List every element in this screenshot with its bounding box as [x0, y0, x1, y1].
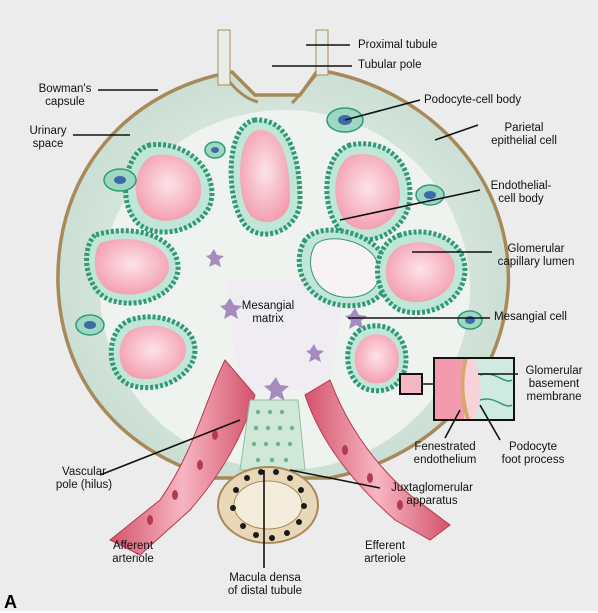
panel-letter: A	[4, 592, 17, 613]
label-mesangial-cell: Mesangial cell	[494, 311, 567, 324]
label-glomerular-capillary-lumen: Glomerular capillary lumen	[486, 243, 586, 269]
label-afferent-arteriole: Afferent arteriole	[100, 540, 166, 566]
label-tubular-pole: Tubular pole	[358, 59, 422, 72]
label-parietal-epithelial-cell: Parietal epithelial cell	[476, 122, 572, 148]
macula-densa-tubule	[218, 467, 318, 543]
label-fenestrated-endothelium: Fenestrated endothelium	[404, 441, 486, 467]
capillary-loop	[348, 326, 406, 391]
label-podocyte-cell-body: Podocyte-cell body	[424, 94, 521, 107]
label-efferent-arteriole: Efferent arteriole	[352, 540, 418, 566]
label-juxtaglomerular-apparatus: Juxtaglomerular apparatus	[376, 482, 488, 508]
label-glomerular-basement-membrane: Glomerular basement membrane	[514, 365, 594, 404]
capillary-loop	[231, 120, 300, 234]
juxtaglomerular-apparatus	[240, 400, 305, 470]
label-mesangial-matrix: Mesangial matrix	[230, 300, 306, 326]
label-urinary-space: Urinary space	[22, 125, 74, 151]
label-macula-densa: Macula densa of distal tubule	[210, 572, 320, 598]
label-podocyte-foot-process: Podocyte foot process	[490, 441, 576, 467]
capillary-loop	[87, 231, 179, 303]
label-proximal-tubule: Proximal tubule	[358, 39, 437, 52]
label-vascular-pole: Vascular pole (hilus)	[44, 466, 124, 492]
label-bowmans-capsule: Bowman's capsule	[30, 83, 100, 109]
capillary-loop	[378, 232, 466, 313]
label-endothelial-cell-body: Endothelial- cell body	[476, 180, 566, 206]
